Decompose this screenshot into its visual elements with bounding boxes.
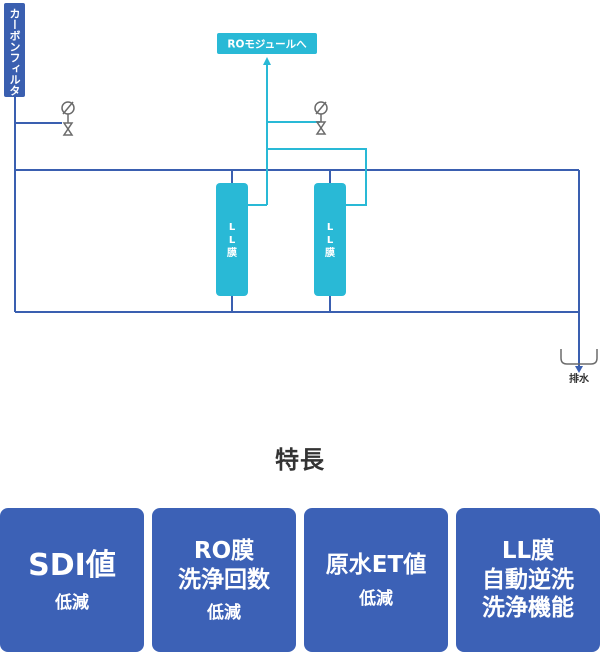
feature-card-sdi-sub: 低減: [55, 593, 89, 614]
blue-pipe-network: [14, 97, 580, 368]
ro-module-box: ROモジュールへ: [217, 33, 317, 54]
feature-card-sdi: SDI値 低減: [0, 508, 144, 652]
feature-card-ro-cleaning-sub: 低減: [207, 603, 241, 624]
ll-membrane-2: L L 膜: [314, 183, 346, 296]
feature-card-ll-backwash: LL膜 自動逆洗 洗浄機能: [456, 508, 600, 652]
left-valve-icon: [61, 101, 75, 136]
ll-membrane-1-char-1: L: [229, 222, 236, 233]
ll-membrane-1: L L 膜: [216, 183, 248, 296]
cyan-pipe-network: [248, 63, 367, 206]
drain-label: 排水: [569, 372, 590, 385]
ro-module-label: ROモジュールへ: [227, 39, 307, 51]
feature-card-sdi-line-1: SDI値: [28, 547, 116, 583]
ll-membrane-1-char-3: 膜: [227, 246, 237, 259]
ll-membrane-2-char-3: 膜: [325, 246, 335, 259]
features-title: 特長: [275, 446, 325, 474]
right-valve-icon: [314, 101, 328, 135]
ro-flow-arrow-icon: [263, 57, 271, 65]
ll-membrane-2-char-2: L: [327, 235, 334, 246]
feature-card-raw-water-et: 原水ET値 低減: [304, 508, 448, 652]
drain-arrow-icon: [575, 366, 583, 373]
ll-membrane-2-char-1: L: [327, 222, 334, 233]
feature-card-ll-backwash-line-2: 自動逆洗: [482, 566, 574, 593]
feature-card-ll-backwash-line-3: 洗浄機能: [482, 595, 574, 622]
feature-card-raw-water-et-sub: 低減: [359, 588, 393, 609]
drain-bowl-icon: [560, 349, 598, 365]
feature-card-raw-water-et-line-1: 原水ET値: [325, 552, 427, 579]
feature-card-ro-cleaning-line-2: 洗浄回数: [178, 566, 270, 593]
carbon-filter-box: カーボンフィルタ: [4, 3, 25, 97]
ll-membrane-1-char-2: L: [229, 235, 236, 246]
feature-card-ro-cleaning-line-1: RO膜: [193, 537, 255, 564]
carbon-filter-label: カーボンフィルタ: [8, 8, 21, 96]
feature-card-ll-backwash-line-1: LL膜: [501, 537, 555, 564]
process-flow-diagram: カーボンフィルタ 排水: [4, 3, 598, 385]
feature-card-ro-cleaning: RO膜 洗浄回数 低減: [152, 508, 296, 652]
